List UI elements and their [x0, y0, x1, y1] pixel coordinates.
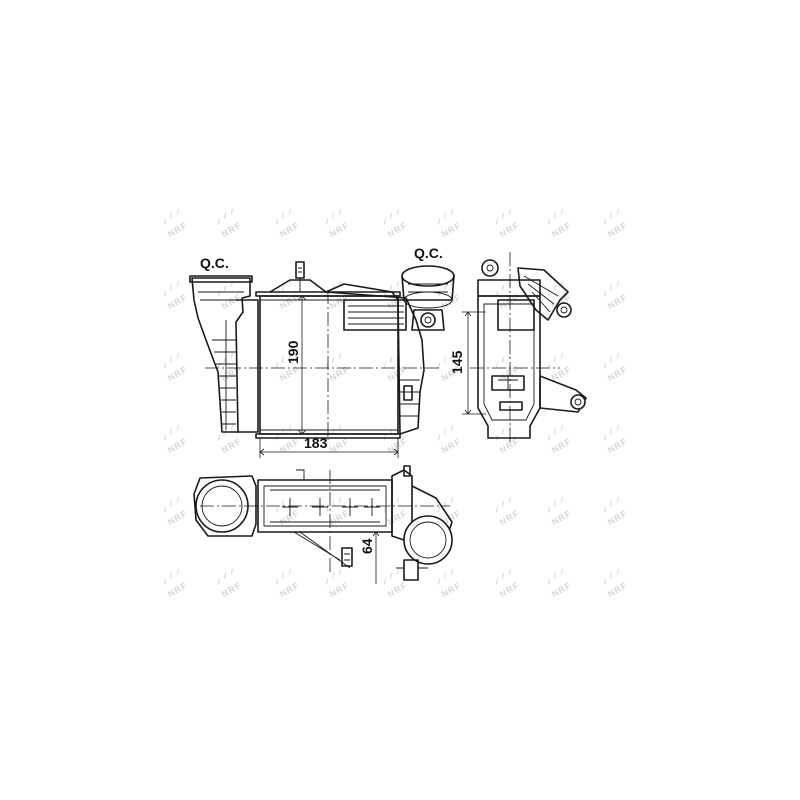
watermark-logo: NRF	[163, 568, 190, 599]
watermark-logo: NRF	[603, 424, 630, 455]
watermark-text: NRF	[440, 220, 464, 239]
watermark-text: NRF	[606, 292, 630, 311]
dimension-64-label: 64	[359, 538, 375, 554]
qc-fitting-right	[401, 265, 455, 331]
watermark-text: NRF	[328, 580, 352, 599]
watermark-text: NRF	[278, 292, 302, 311]
watermark-text: NRF	[328, 364, 352, 383]
watermark-logo: NRF	[163, 280, 190, 311]
watermark-text: NRF	[550, 580, 574, 599]
watermark-logo: NRF	[437, 424, 464, 455]
watermark-text: NRF	[220, 580, 244, 599]
watermark-text: NRF	[220, 220, 244, 239]
qc-label-left: Q.C.	[200, 255, 229, 271]
watermark-text: NRF	[606, 436, 630, 455]
watermark-logo: NRF	[163, 208, 190, 239]
watermark-logo: NRF	[547, 568, 574, 599]
watermark-text: NRF	[278, 220, 302, 239]
dim-64	[372, 531, 380, 584]
watermark-logo: NRF	[325, 208, 352, 239]
dim-190	[297, 295, 307, 435]
watermark-logo: NRF	[217, 424, 244, 455]
dim-145	[462, 311, 486, 415]
watermark-text: NRF	[220, 364, 244, 383]
watermark-logo: NRF	[163, 496, 190, 527]
watermark-text: NRF	[386, 220, 410, 239]
watermark-logo: NRF	[383, 496, 410, 527]
watermark-logo: NRF	[163, 352, 190, 383]
left-tank	[189, 275, 259, 433]
watermark-logo: NRF	[495, 208, 522, 239]
front-core	[255, 291, 401, 439]
watermark-text: NRF	[278, 580, 302, 599]
watermark-text: NRF	[606, 220, 630, 239]
watermark-text: NRF	[550, 220, 574, 239]
dimension-183-label: 183	[304, 435, 328, 451]
watermark-logo: NRF	[383, 568, 410, 599]
watermark-text: NRF	[166, 580, 190, 599]
watermark-text: NRF	[606, 508, 630, 527]
watermark-text: NRF	[278, 508, 302, 527]
watermark-text: NRF	[498, 508, 522, 527]
watermark-text: NRF	[550, 508, 574, 527]
watermark-text: NRF	[278, 364, 302, 383]
watermark-logo: NRF	[603, 568, 630, 599]
top-view	[193, 465, 453, 584]
watermark-text: NRF	[498, 292, 522, 311]
watermark-text: NRF	[440, 436, 464, 455]
dimension-190-label: 190	[285, 340, 301, 364]
front-view	[189, 261, 455, 458]
watermark-logo: NRF	[547, 424, 574, 455]
watermark-logo: NRF	[325, 568, 352, 599]
watermark-text: NRF	[550, 436, 574, 455]
watermark-text: NRF	[498, 220, 522, 239]
watermark-logo: NRF	[383, 208, 410, 239]
watermark-logo: NRF	[275, 568, 302, 599]
watermark-text: NRF	[498, 580, 522, 599]
side-view	[462, 252, 587, 444]
watermark-text: NRF	[440, 580, 464, 599]
watermark-logo: NRF	[603, 352, 630, 383]
watermark-text: NRF	[166, 292, 190, 311]
watermark-logo: NRF	[163, 424, 190, 455]
watermark-logo: NRF	[603, 496, 630, 527]
watermark-logo: NRF	[547, 208, 574, 239]
watermark-text: NRF	[606, 364, 630, 383]
watermark-text: NRF	[220, 292, 244, 311]
watermark-logo: NRF	[275, 208, 302, 239]
watermark-logo: NRF	[275, 496, 302, 527]
watermark-logo: NRF	[217, 208, 244, 239]
watermark-logo: NRF	[547, 496, 574, 527]
watermark-logo: NRF	[495, 496, 522, 527]
dim-183	[259, 438, 399, 458]
dimension-145-label: 145	[449, 350, 465, 374]
qc-label-right: Q.C.	[414, 245, 443, 261]
watermark-logo: NRF	[217, 568, 244, 599]
watermark-logo: NRF	[437, 208, 464, 239]
watermark-logo: NRF	[325, 496, 352, 527]
watermark-text: NRF	[328, 508, 352, 527]
watermark-text: NRF	[166, 220, 190, 239]
watermark-text: NRF	[606, 580, 630, 599]
watermark-text: NRF	[328, 292, 352, 311]
watermark-text: NRF	[166, 436, 190, 455]
watermark-logo: NRF	[495, 424, 521, 455]
watermark-text: NRF	[166, 508, 190, 527]
watermark-logo: NRF	[437, 568, 464, 599]
watermark-text: NRF	[220, 436, 244, 455]
watermark-logo: NRF	[495, 568, 522, 599]
watermark-text: NRF	[386, 508, 410, 527]
watermark-text: NRF	[386, 580, 410, 599]
watermark-text: NRF	[166, 364, 190, 383]
watermark-layer: NRF NRF NRF NRF NRF NRF NRF NRF NRF NRF NRF NRF NRF N…	[163, 208, 630, 599]
watermark-logo: NRF	[603, 280, 630, 311]
watermark-logo: NRF	[603, 208, 630, 239]
right-tank	[325, 283, 425, 435]
top-bracket	[269, 261, 327, 293]
watermark-logo: NRF	[217, 280, 244, 311]
watermark-text: NRF	[328, 220, 352, 239]
